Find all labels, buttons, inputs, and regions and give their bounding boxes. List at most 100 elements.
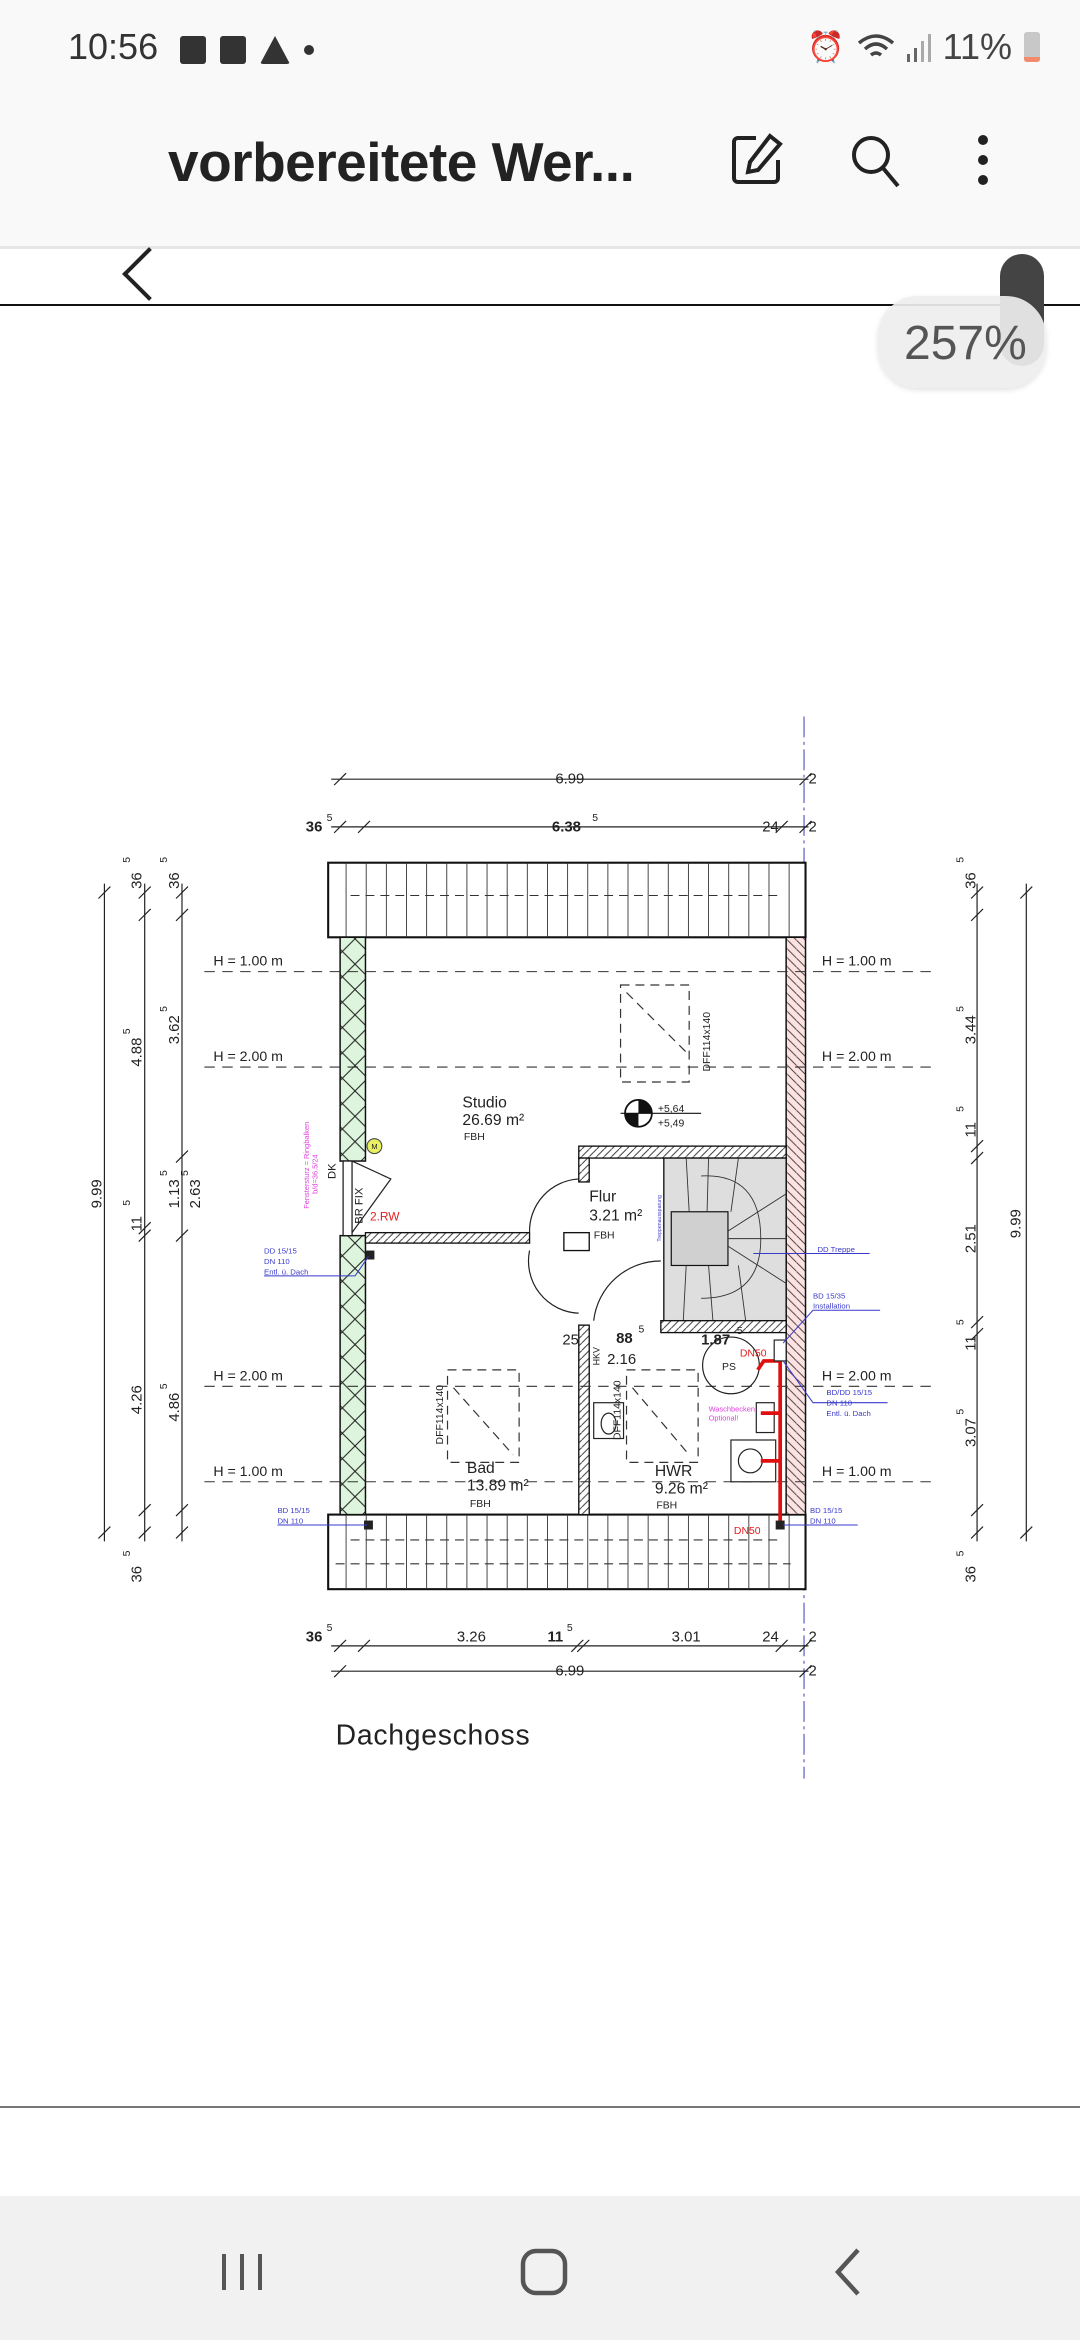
height-label-right: H = 1.00 m (822, 1464, 892, 1480)
dim-tick (970, 1151, 984, 1165)
dim-left-col1: 11 (130, 1216, 146, 1231)
dim-tick (333, 820, 347, 834)
dim-right-total: 9.99 (1008, 1209, 1024, 1238)
note-left-bd-2: DN 110 (277, 1517, 303, 1526)
hkv-label: HKV (592, 1347, 602, 1365)
gallery-icon (180, 36, 206, 64)
right-wall (785, 936, 807, 1516)
wash-label-1: Waschbecken (709, 1405, 755, 1414)
wall-hwr-left (578, 1324, 590, 1516)
battery-icon (1024, 32, 1040, 62)
door-studio (528, 1178, 579, 1233)
dim-top-end: 2 (809, 772, 817, 788)
dim-left-col1: 4.88 (130, 1038, 146, 1067)
dim-tick (175, 886, 189, 899)
br-fix-label: BR FIX (353, 1187, 365, 1224)
dim-tick (970, 886, 984, 899)
dim-tick (98, 1526, 111, 1539)
height-label-right: H = 1.00 m (822, 954, 892, 970)
search-icon (852, 136, 900, 188)
room-bad-name: Bad (467, 1460, 495, 1477)
inner-dim-d: 2.16 (607, 1352, 636, 1368)
dim-left-extra: 2.63 (188, 1179, 204, 1208)
edit-button[interactable] (726, 130, 786, 190)
shaft-bottom-left (363, 1520, 373, 1530)
room-studio-floor: FBH (464, 1132, 485, 1143)
zoom-indicator (878, 296, 1046, 388)
shaft-install (773, 1339, 787, 1362)
back-nav-icon (834, 2248, 860, 2296)
more-vertical-icon (978, 135, 988, 185)
search-button[interactable] (846, 130, 906, 190)
note-dd-treppe: DD Treppe (817, 1245, 854, 1254)
leader-lines (264, 1253, 888, 1526)
wifi-icon (857, 34, 894, 57)
alarm-icon: ⏰ (807, 30, 845, 64)
height-label-left: H = 1.00 m (213, 954, 283, 970)
home-button[interactable] (503, 2236, 583, 2306)
lintel-label-1: Fenstersturz = Ringbalken (302, 1122, 311, 1209)
more-options-button[interactable] (954, 130, 1014, 190)
dim-tick (799, 1664, 812, 1678)
dim-tick (970, 1526, 984, 1539)
dim-tick (138, 908, 152, 922)
dim-left-col2: 3.62 (167, 1015, 183, 1044)
dim-tick (175, 1150, 189, 1163)
stair-core (670, 1211, 729, 1267)
note-bd-install-1: BD 15/35 (813, 1291, 845, 1300)
wall-flur-top (578, 1145, 787, 1159)
recent-apps-button[interactable] (202, 2236, 282, 2306)
dim-tick (333, 1639, 347, 1653)
back-nav-button[interactable] (806, 2236, 886, 2306)
window-label-studio: DFF114x140 (702, 1012, 713, 1072)
dim-right-col: 11 (964, 1335, 980, 1350)
dim-right-col-sup: 5 (956, 1319, 967, 1325)
dim-bottom-total: 6.99 (555, 1664, 584, 1680)
shaft-bottom-right (775, 1520, 785, 1530)
dim-tick (138, 1526, 152, 1539)
note-left-dd-2: DN 110 (264, 1257, 290, 1266)
dim-bottom-left: 36 (306, 1629, 323, 1645)
note-bd-install-2: Installation (813, 1302, 850, 1311)
dim-top-middle-sup: 5 (592, 813, 598, 824)
dim-right-col: 3.44 (964, 1015, 980, 1044)
dim-right-col-sup: 5 (956, 1106, 967, 1112)
dim-left-col1-sup: 5 (122, 1550, 133, 1556)
dim-left-col2: 36 (167, 872, 183, 889)
wash-label-2: Optional! (709, 1414, 739, 1423)
height-label-left: H = 1.00 m (213, 1464, 283, 1480)
room-studio-area: 26.69 m² (462, 1112, 524, 1129)
wall-stair-bottom (660, 1319, 787, 1334)
dim-right-col: 2.51 (964, 1224, 980, 1253)
dim-bottom-end2: 2 (809, 1664, 817, 1680)
room-flur-area: 3.21 m² (589, 1208, 642, 1225)
motor-label: M (371, 1142, 377, 1151)
dim-tick (138, 1221, 152, 1235)
dim-top-left: 36 (306, 819, 323, 835)
dim-tick (775, 820, 789, 834)
warning-icon (260, 36, 290, 64)
window-label-hwr: DFF114x140 (613, 1380, 624, 1440)
dim-tick (576, 1639, 590, 1653)
shaft-left (365, 1250, 375, 1260)
dim-right-col-sup: 5 (956, 1006, 967, 1012)
room-flur-floor: FBH (594, 1231, 615, 1242)
dim-bottom-c: 3.01 (672, 1629, 701, 1645)
roof-window-diagonal (626, 992, 687, 1053)
dim-tick (175, 1229, 189, 1243)
dim-left-col2-sup: 5 (159, 1383, 170, 1389)
note-left-dd-1: DD 15/15 (264, 1247, 297, 1256)
roof-bottom (327, 1513, 807, 1591)
dim-bottom-d: 24 (762, 1629, 779, 1645)
note-right-bd-2: DN 110 (810, 1517, 836, 1526)
level-bottom: +5,49 (658, 1119, 685, 1130)
dim-right-col-sup: 5 (956, 1409, 967, 1415)
dim-tick (98, 886, 111, 899)
dim-right-col-sup: 5 (956, 857, 967, 863)
plan-title: Dachgeschoss (336, 1719, 531, 1751)
clock-icon (220, 36, 246, 64)
dim-left-col1: 36 (130, 1566, 146, 1583)
stair-steps (682, 1158, 787, 1323)
dim-tick (357, 1639, 371, 1653)
